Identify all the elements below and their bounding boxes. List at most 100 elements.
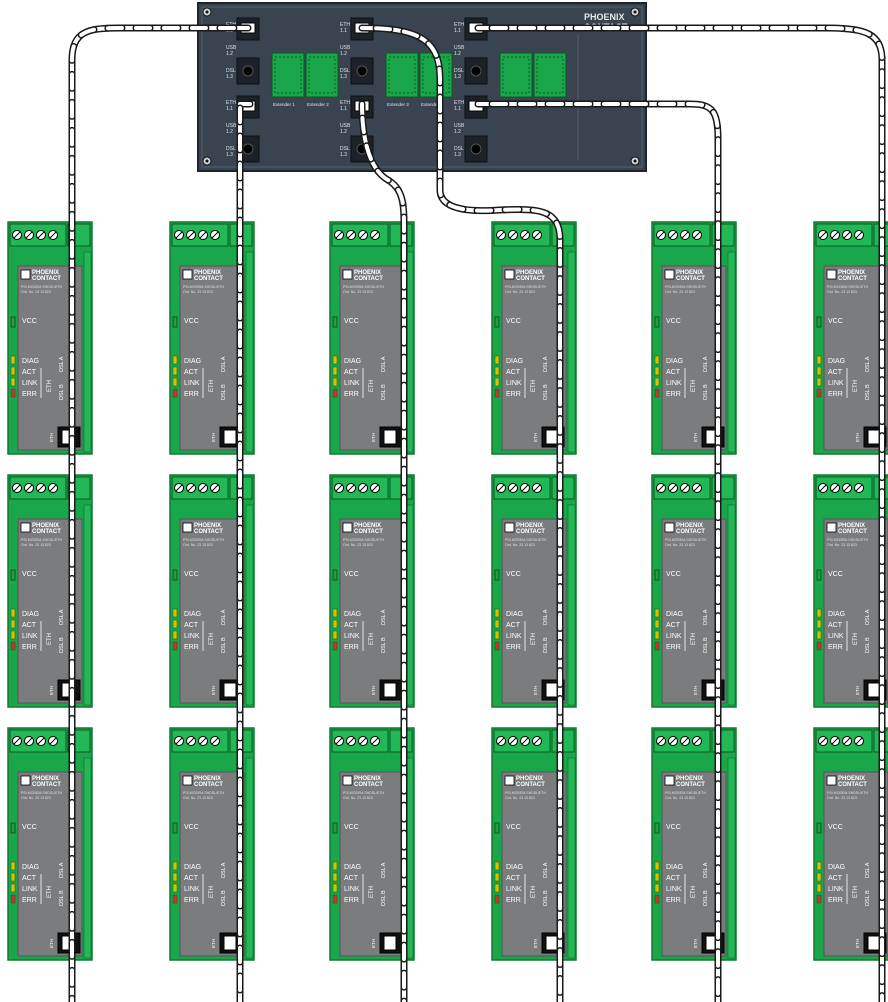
label-vcc: VCC: [666, 571, 681, 578]
phoenix-logo-icon: [183, 776, 192, 785]
status-led: [333, 895, 337, 903]
phoenix-logo-icon: [21, 523, 30, 532]
label-err: ERR: [22, 644, 37, 651]
module-order-no: Ord. No. 23 13 823: [505, 543, 535, 547]
label-diag: DIAG: [184, 864, 201, 871]
label-eth: ETH: [209, 886, 215, 898]
module-order-no: Ord. No. 23 13 823: [343, 543, 373, 547]
status-led: [495, 389, 499, 397]
module-rj45-socket-icon: [384, 936, 396, 950]
label-diag: DIAG: [184, 611, 201, 618]
label-act: ACT: [666, 875, 681, 882]
label-link: LINK: [344, 380, 360, 387]
label-link: LINK: [506, 633, 522, 640]
status-led: [173, 609, 177, 617]
label-vcc: VCC: [666, 318, 681, 325]
label-dsl-a: DSL A: [865, 609, 871, 625]
phoenix-logo-icon: [665, 270, 674, 279]
status-led: [817, 862, 821, 870]
led-vcc: [495, 570, 499, 580]
module-rj45-socket-icon: [224, 936, 236, 950]
status-led: [173, 862, 177, 870]
label-dsl-b: DSL B: [59, 637, 65, 653]
modem-module: PHOENIXCONTACTPSI-MODEM-SHDSL/ETHOrd. No…: [814, 222, 888, 454]
status-led: [495, 609, 499, 617]
label-dsl-b: DSL B: [703, 384, 709, 400]
label-act: ACT: [184, 622, 199, 629]
status-led: [333, 356, 337, 364]
module-rj45-socket-icon: [546, 430, 558, 444]
led-vcc: [817, 823, 821, 833]
status-led: [817, 378, 821, 386]
status-led: [333, 389, 337, 397]
module-side-strip: [728, 252, 735, 452]
module-order-no: Ord. No. 23 13 823: [21, 796, 51, 800]
status-led: [333, 884, 337, 892]
module-brand: CONTACT: [516, 529, 545, 535]
led-vcc: [655, 823, 659, 833]
modem-module: PHOENIXCONTACTPSI-MODEM-SHDSL/ETHOrd. No…: [8, 728, 92, 960]
label-eth: ETH: [531, 380, 537, 392]
status-led: [817, 895, 821, 903]
module-rj45-socket-icon: [224, 430, 236, 444]
port-number: 1.3: [226, 152, 233, 158]
label-dsl-a: DSL A: [543, 356, 549, 372]
module-model: PSI-MODEM-SHDSL/ETH: [21, 538, 63, 542]
label-vcc: VCC: [22, 824, 37, 831]
module-order-no: Ord. No. 23 13 823: [665, 796, 695, 800]
status-led: [817, 884, 821, 892]
module-brand: CONTACT: [194, 782, 223, 788]
label-err: ERR: [506, 391, 521, 398]
status-led: [11, 356, 15, 364]
module-order-no: Ord. No. 23 13 823: [505, 796, 535, 800]
status-led: [11, 367, 15, 375]
status-led: [333, 631, 337, 639]
label-vcc: VCC: [184, 824, 199, 831]
modem-module: PHOENIXCONTACTPSI-MODEM-SHDSL/ETHOrd. No…: [652, 222, 736, 454]
label-vcc: VCC: [344, 318, 359, 325]
port-number: 1.1: [454, 106, 461, 112]
label-dsl-a: DSL A: [703, 356, 709, 372]
led-vcc: [817, 317, 821, 327]
phoenix-logo-icon: [21, 776, 30, 785]
status-led: [11, 884, 15, 892]
port-number: 1.3: [454, 74, 461, 80]
modem-module: PHOENIXCONTACTPSI-MODEM-SHDSL/ETHOrd. No…: [652, 475, 736, 707]
module-brand: CONTACT: [516, 276, 545, 282]
label-eth: ETH: [209, 380, 215, 392]
module-side-strip: [84, 505, 91, 705]
label-eth: ETH: [47, 380, 53, 392]
status-led: [817, 620, 821, 628]
status-led: [11, 862, 15, 870]
dsl-socket-icon: [357, 66, 367, 76]
label-link: LINK: [506, 886, 522, 893]
label-eth: ETH: [47, 633, 53, 645]
module-rj45-socket-icon: [546, 683, 558, 697]
module-side-strip: [246, 505, 253, 705]
label-err: ERR: [22, 391, 37, 398]
module-order-no: Ord. No. 23 13 823: [827, 543, 857, 547]
port-number: 1.2: [226, 129, 233, 135]
phoenix-logo-icon: [343, 270, 352, 279]
label-eth: ETH: [369, 380, 375, 392]
label-dsl-a: DSL A: [381, 609, 387, 625]
label-act: ACT: [506, 369, 521, 376]
module-side-strip: [84, 758, 91, 958]
label-dsl-a: DSL A: [381, 356, 387, 372]
label-bottom-eth: ETH: [211, 433, 216, 442]
status-led: [817, 389, 821, 397]
module-model: PSI-MODEM-SHDSL/ETH: [665, 285, 707, 289]
module-order-no: Ord. No. 23 13 823: [343, 290, 373, 294]
label-diag: DIAG: [506, 611, 523, 618]
module-order-no: Ord. No. 23 13 823: [665, 543, 695, 547]
phoenix-logo-icon: [827, 523, 836, 532]
extender-label: Extender 1: [273, 102, 295, 107]
led-vcc: [173, 823, 177, 833]
status-led: [655, 642, 659, 650]
extender-label: Extender 2: [307, 102, 329, 107]
label-bottom-eth: ETH: [533, 433, 538, 442]
label-bottom-eth: ETH: [211, 686, 216, 695]
extender-body: [500, 53, 532, 97]
module-model: PSI-MODEM-SHDSL/ETH: [665, 538, 707, 542]
